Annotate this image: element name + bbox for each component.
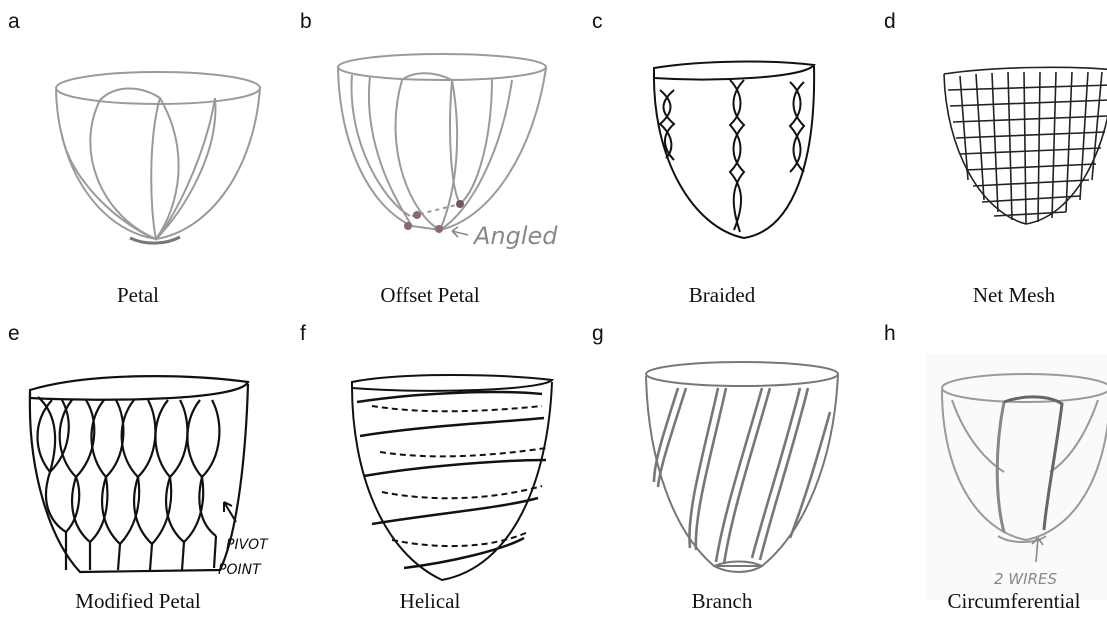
panel-caption: Branch bbox=[584, 589, 860, 614]
panel-circumferential: h 2 WIRES Circumferential bbox=[876, 312, 1107, 624]
pivot-label: PIVOT bbox=[226, 537, 269, 553]
anchor-dot-icon bbox=[404, 222, 412, 230]
panel-braided: c Braided bbox=[584, 0, 860, 312]
panel-branch: g Branch bbox=[584, 312, 860, 624]
panel-letter: a bbox=[8, 10, 20, 34]
petal-sketch bbox=[10, 40, 270, 290]
panel-caption: Net Mesh bbox=[876, 283, 1107, 308]
panel-letter: c bbox=[592, 10, 603, 34]
panel-petal: a Petal bbox=[0, 0, 276, 312]
anchor-dot-icon bbox=[413, 211, 421, 219]
anchor-dot-icon bbox=[435, 225, 443, 233]
panel-letter: g bbox=[592, 322, 604, 346]
angled-label: Angled bbox=[472, 222, 558, 250]
panel-letter: f bbox=[300, 322, 306, 346]
arrow-icon bbox=[224, 502, 236, 522]
panel-helical: f Helical bbox=[292, 312, 568, 624]
branch-sketch bbox=[594, 352, 854, 602]
arrow-icon bbox=[452, 227, 468, 237]
panel-offset-petal: b Angled Offset Petal bbox=[292, 0, 568, 312]
offset-petal-sketch: Angled bbox=[302, 40, 562, 290]
modified-petal-sketch: PIVOT POINT bbox=[10, 352, 270, 602]
panel-letter: d bbox=[884, 10, 896, 34]
panel-modified-petal: e PIVOT POINT Modified Petal bbox=[0, 312, 276, 624]
panel-caption: Petal bbox=[0, 283, 276, 308]
panel-caption: Circumferential bbox=[876, 589, 1107, 614]
circumferential-sketch: 2 WIRES bbox=[886, 352, 1107, 602]
wires-label: 2 WIRES bbox=[994, 570, 1057, 588]
panel-letter: e bbox=[8, 322, 20, 346]
point-label: POINT bbox=[218, 562, 262, 578]
panel-caption: Helical bbox=[292, 589, 568, 614]
panel-caption: Braided bbox=[584, 283, 860, 308]
net-mesh-sketch bbox=[886, 40, 1107, 290]
anchor-dot-icon bbox=[456, 200, 464, 208]
panel-caption: Offset Petal bbox=[292, 283, 568, 308]
panel-letter: b bbox=[300, 10, 312, 34]
panel-caption: Modified Petal bbox=[0, 589, 276, 614]
panel-net-mesh: d Net Mesh bbox=[876, 0, 1107, 312]
helical-sketch bbox=[302, 352, 562, 602]
panel-letter: h bbox=[884, 322, 896, 346]
braided-sketch bbox=[594, 40, 854, 290]
